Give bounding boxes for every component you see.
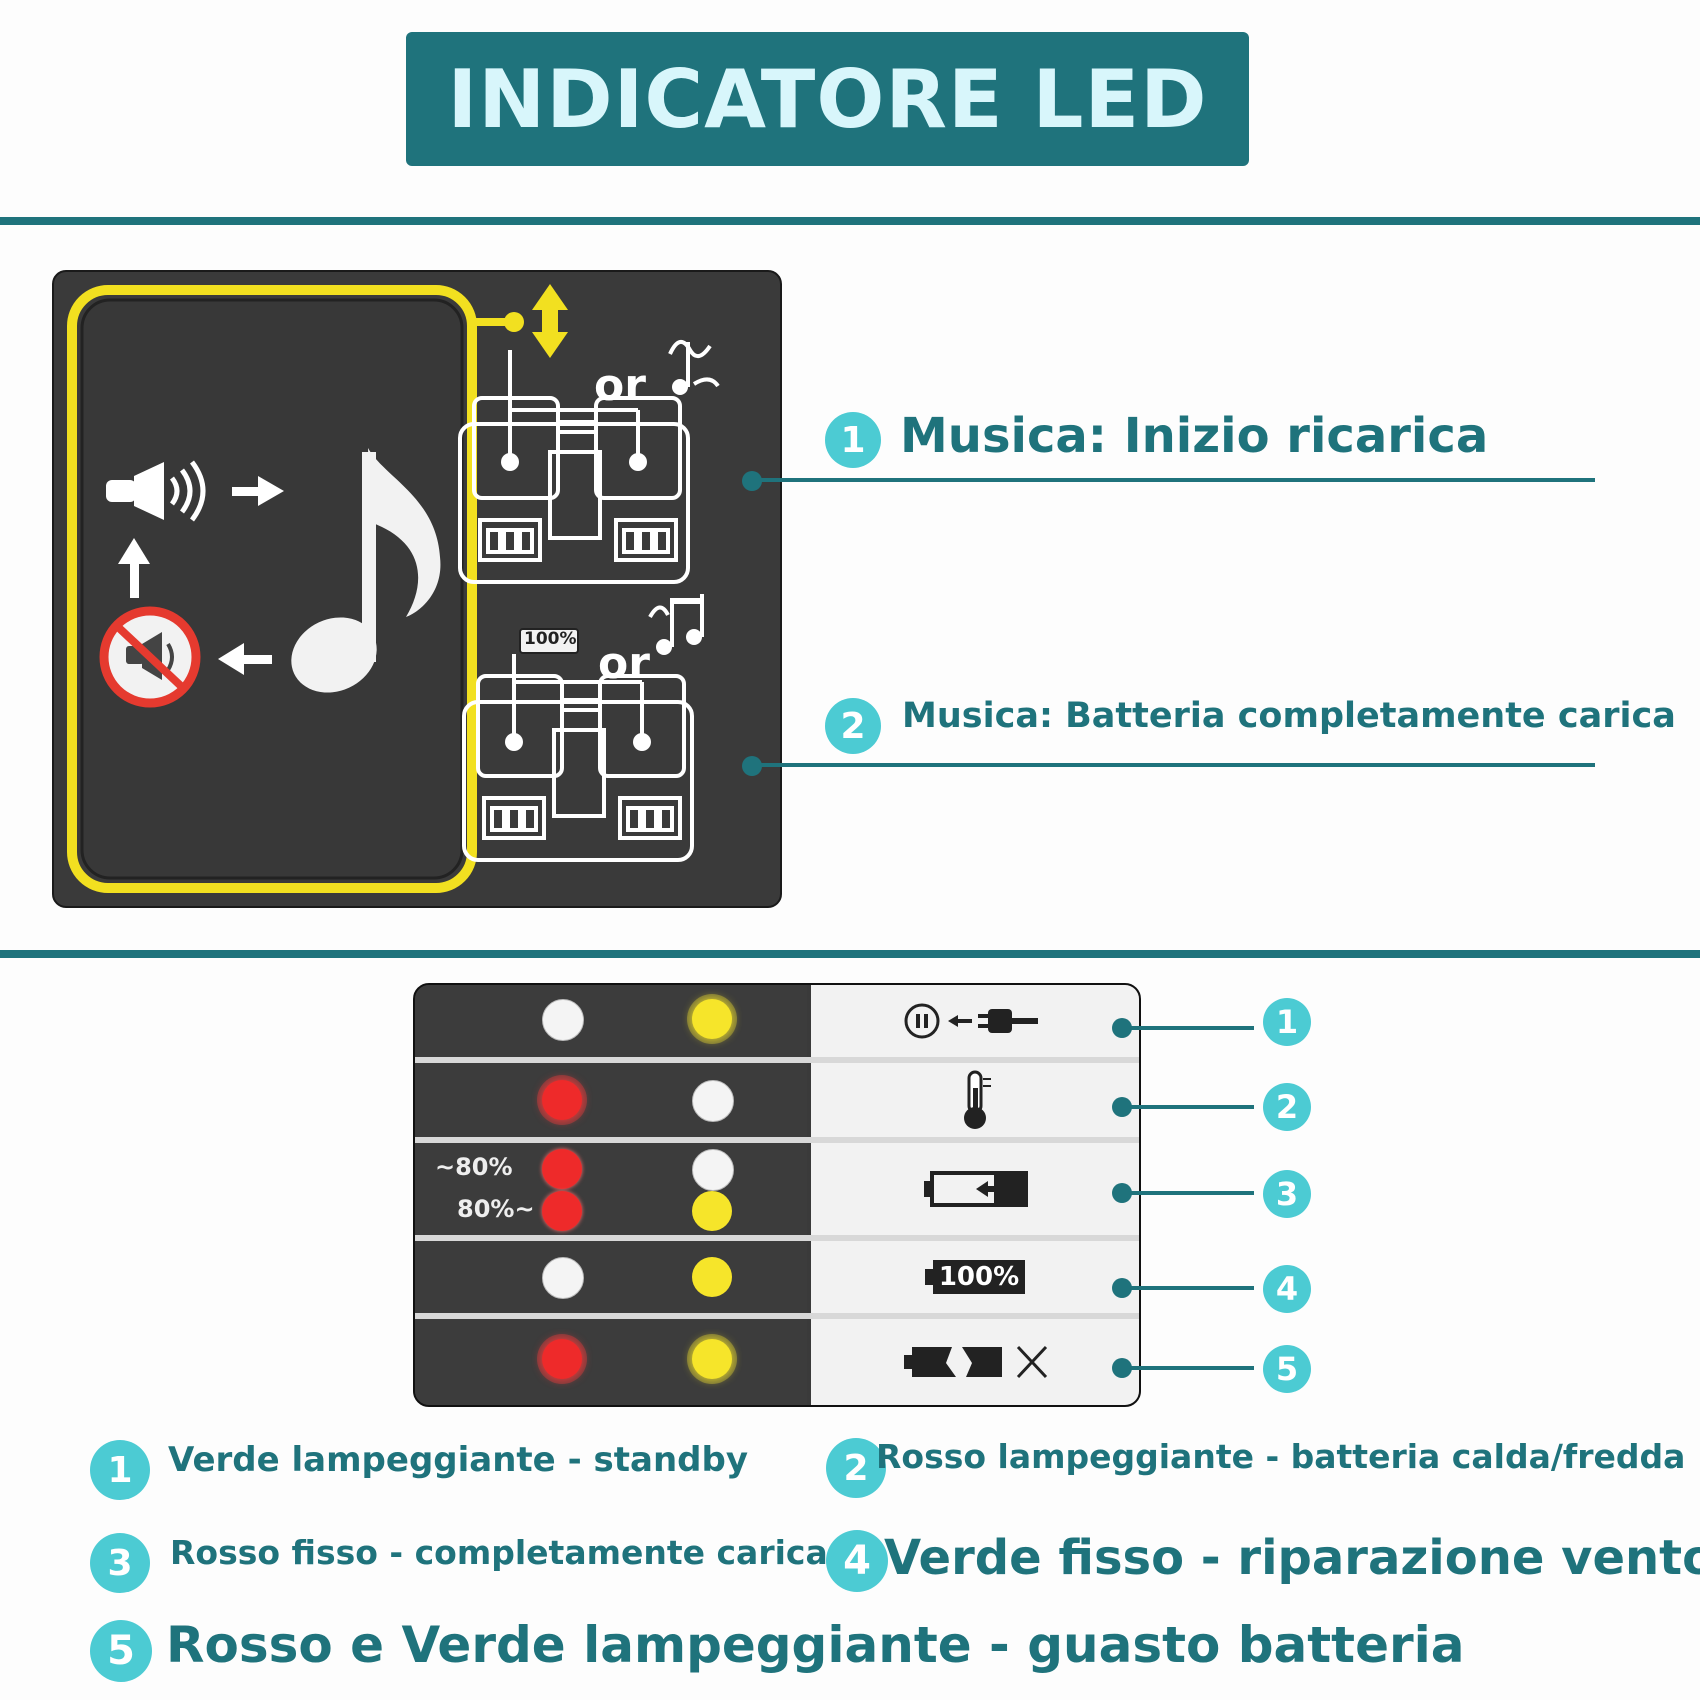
table-line-1 bbox=[1122, 1026, 1254, 1030]
callout-line-2 bbox=[752, 763, 1595, 767]
led-left bbox=[542, 1339, 582, 1379]
battery-fault-icon bbox=[811, 1319, 1139, 1405]
table-line-5 bbox=[1122, 1366, 1254, 1370]
legend-item-2: Rosso lampeggiante - batteria calda/fred… bbox=[876, 1437, 1686, 1476]
legend-badge-4: 4 bbox=[826, 1530, 888, 1592]
pct-high-label: 80%~ bbox=[457, 1195, 535, 1223]
or-label-bottom: or bbox=[598, 638, 650, 689]
legend-badge-1: 1 bbox=[90, 1440, 150, 1500]
battery-diagram-top bbox=[458, 350, 690, 584]
table-row bbox=[415, 1319, 1139, 1405]
table-badge-2: 2 bbox=[1263, 1083, 1311, 1131]
battery-100-text: 100% bbox=[932, 1260, 1026, 1294]
mute-icon bbox=[99, 606, 201, 708]
table-line-3 bbox=[1122, 1191, 1254, 1195]
thermometer-icon bbox=[811, 1063, 1139, 1137]
title-banner: INDICATORE LED bbox=[406, 32, 1249, 166]
table-row: 100% bbox=[415, 1241, 1139, 1313]
speaker-icon bbox=[106, 460, 206, 522]
legend-item-3: Rosso fisso - completamente carica bbox=[170, 1533, 828, 1572]
led-left-upper bbox=[542, 1149, 582, 1189]
charger-panel-art bbox=[67, 284, 720, 893]
arrow-left-icon bbox=[218, 643, 272, 675]
led-right bbox=[692, 999, 732, 1039]
table-badge-5: 5 bbox=[1263, 1345, 1311, 1393]
music-callout-2: Musica: Batteria completamente carica bbox=[902, 696, 1676, 736]
led-right bbox=[692, 1339, 732, 1379]
table-line-4 bbox=[1122, 1286, 1254, 1290]
arrow-right-icon bbox=[232, 476, 284, 506]
table-line-2 bbox=[1122, 1105, 1254, 1109]
led-right-lower bbox=[692, 1191, 732, 1231]
battery-100-label: 100% bbox=[524, 629, 577, 649]
table-badge-4: 4 bbox=[1263, 1265, 1311, 1313]
music-badge-2: 2 bbox=[825, 698, 881, 754]
table-row bbox=[415, 985, 1139, 1057]
led-left-lower bbox=[542, 1191, 582, 1231]
legend-badge-5: 5 bbox=[90, 1620, 152, 1682]
legend-badge-2: 2 bbox=[826, 1438, 886, 1498]
music-notes-icon-bottom bbox=[648, 594, 704, 655]
table-row bbox=[415, 1063, 1139, 1137]
led-left bbox=[542, 1257, 584, 1299]
legend-item-1: Verde lampeggiante - standby bbox=[168, 1440, 748, 1480]
music-notes-icon-top bbox=[668, 340, 720, 395]
led-right bbox=[692, 1080, 734, 1122]
divider-top bbox=[0, 217, 1700, 225]
divider-middle bbox=[0, 950, 1700, 958]
pct-low-label: ~80% bbox=[435, 1153, 513, 1181]
led-table: ~80% 80%~ 100% bbox=[413, 983, 1141, 1407]
page-title: INDICATORE LED bbox=[447, 52, 1208, 146]
battery-charging-icon bbox=[811, 1143, 1139, 1235]
music-callout-1: Musica: Inizio ricarica bbox=[900, 408, 1489, 464]
led-right-upper bbox=[692, 1149, 734, 1191]
plug-to-socket-icon bbox=[811, 985, 1139, 1057]
led-left bbox=[542, 999, 584, 1041]
led-right bbox=[692, 1257, 732, 1297]
music-note-icon bbox=[291, 448, 441, 693]
legend-item-4: Verde fisso - riparazione ventola bbox=[884, 1530, 1700, 1586]
legend-item-5: Rosso e Verde lampeggiante - guasto batt… bbox=[166, 1616, 1465, 1674]
arrow-up-icon bbox=[118, 538, 150, 598]
battery-full-icon: 100% bbox=[811, 1241, 1139, 1313]
or-label-top: or bbox=[594, 360, 646, 411]
charger-panel: or or 100% bbox=[52, 270, 782, 908]
table-badge-1: 1 bbox=[1263, 998, 1311, 1046]
table-badge-3: 3 bbox=[1263, 1170, 1311, 1218]
callout-line-1 bbox=[752, 478, 1595, 482]
legend-badge-3: 3 bbox=[90, 1533, 150, 1593]
battery-diagram-bottom bbox=[462, 654, 694, 862]
table-row: ~80% 80%~ bbox=[415, 1143, 1139, 1235]
music-badge-1: 1 bbox=[825, 412, 881, 468]
led-left bbox=[542, 1080, 582, 1120]
